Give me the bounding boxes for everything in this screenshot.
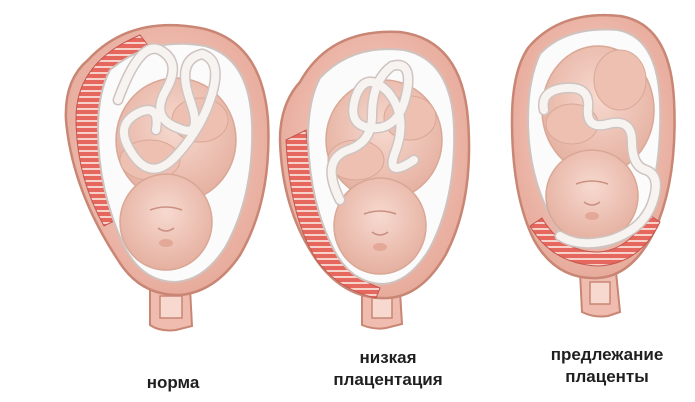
caption-low-placentation: низкая плацентация <box>308 347 468 391</box>
caption-previa-line-2: плаценты <box>522 366 692 388</box>
caption-low-line-2: плацентация <box>308 369 468 391</box>
uterus-placenta-previa-icon <box>512 15 675 316</box>
caption-previa-line-1: предлежание <box>522 344 692 366</box>
caption-low-line-1: низкая <box>308 347 468 369</box>
caption-placenta-previa: предлежание плаценты <box>522 344 692 388</box>
caption-normal: норма <box>118 372 228 394</box>
uterus-low-placentation-icon <box>280 32 469 329</box>
caption-normal-line-1: норма <box>118 372 228 394</box>
uterus-normal-icon <box>66 25 269 330</box>
